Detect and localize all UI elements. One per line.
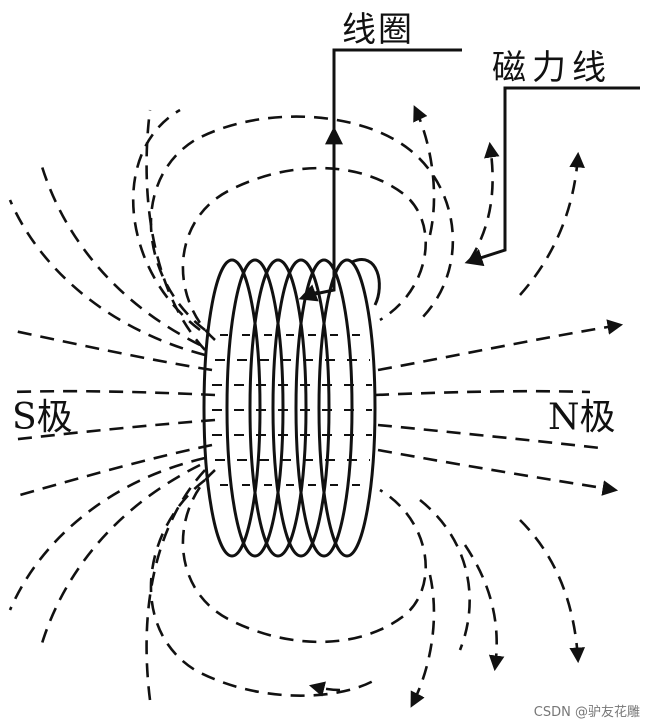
field-line — [410, 574, 436, 708]
coil-turn — [248, 258, 308, 558]
coil-lead — [351, 258, 381, 306]
coil-turn — [271, 258, 331, 558]
field-line — [145, 469, 206, 701]
field-line — [374, 389, 591, 397]
coil — [202, 258, 381, 558]
field-line — [19, 443, 213, 497]
n-pole-label: N极 — [548, 397, 616, 438]
field-lines-label: 磁力线 — [492, 48, 612, 88]
coil-pointer-arrow — [298, 284, 319, 302]
field-line — [8, 199, 206, 357]
coil-turn — [202, 258, 262, 558]
field-line — [413, 105, 436, 236]
field-line — [463, 544, 505, 672]
field-line — [377, 319, 624, 372]
watermark: CSDN @驴友花雕 — [533, 705, 640, 720]
field-lines — [8, 105, 624, 708]
field-line — [149, 115, 455, 332]
field-line — [38, 463, 201, 651]
field-line — [9, 328, 213, 372]
internal-field-lines — [212, 334, 372, 486]
field-line — [131, 108, 201, 332]
field-line — [519, 151, 585, 296]
coil-label: 线圈 — [342, 10, 414, 50]
field-line — [468, 141, 500, 261]
field-line — [145, 109, 206, 351]
field-line — [519, 519, 586, 664]
s-pole-label: S极 — [12, 397, 73, 438]
coil-turn — [225, 258, 285, 558]
field-line — [377, 423, 601, 450]
field-line — [38, 159, 201, 347]
coil-turn — [317, 258, 377, 558]
field-line — [9, 389, 216, 397]
field-line — [8, 456, 206, 611]
field-line — [149, 478, 376, 697]
coil-leader — [304, 48, 462, 298]
field-line — [9, 418, 216, 442]
field-line — [308, 681, 341, 697]
field-lines-leader — [464, 86, 640, 267]
field-line — [419, 498, 471, 651]
field-line — [377, 448, 619, 496]
leader-lines — [304, 48, 640, 298]
field-line — [181, 166, 427, 341]
coil-turn — [294, 258, 354, 558]
